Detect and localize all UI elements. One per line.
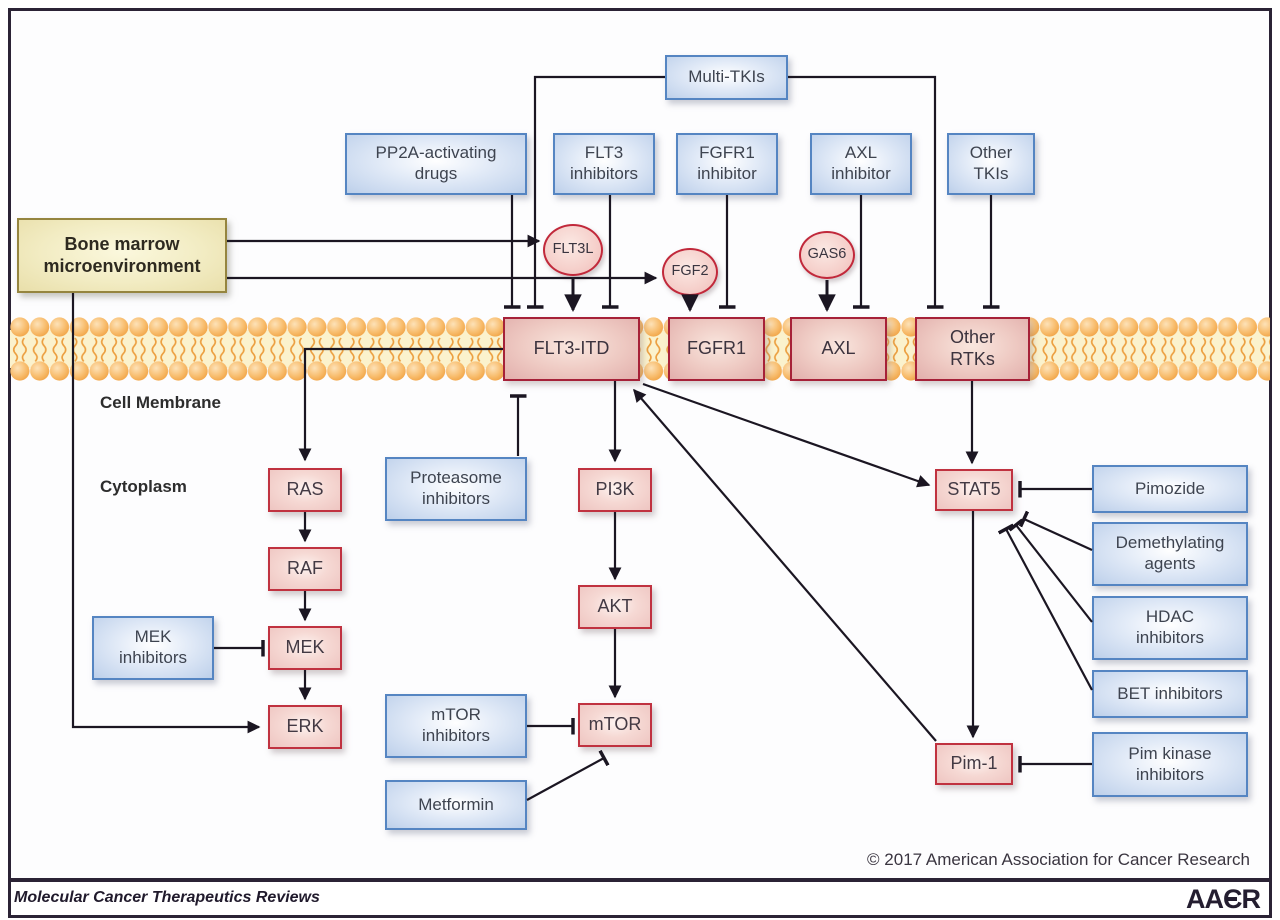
node-akt: AKT [578, 585, 652, 629]
node-flt3l-ligand: FLT3L [543, 224, 603, 276]
node-metformin: Metformin [385, 780, 527, 830]
node-erk: ERK [268, 705, 342, 749]
journal-title: Molecular Cancer Therapeutics Reviews [14, 889, 320, 906]
node-bone-marrow-microenvironment: Bone marrow microenvironment [17, 218, 227, 293]
membrane-lipid-bilayer [10, 317, 1270, 381]
node-ras: RAS [268, 468, 342, 512]
node-other-rtks-receptor: Other RTKs [915, 317, 1030, 381]
cytoplasm-label: Cytoplasm [100, 477, 187, 496]
node-pimozide: Pimozide [1092, 465, 1248, 513]
node-flt3-itd-receptor: FLT3-ITD [503, 317, 640, 381]
node-proteasome-inhibitors: Proteasome inhibitors [385, 457, 527, 521]
node-fgfr1-inhibitor: FGFR1 inhibitor [676, 133, 778, 195]
node-mek: MEK [268, 626, 342, 670]
node-fgfr1-receptor: FGFR1 [668, 317, 765, 381]
copyright-text: © 2017 American Association for Cancer R… [867, 850, 1250, 869]
node-bet-inhibitors: BET inhibitors [1092, 670, 1248, 718]
node-stat5: STAT5 [935, 469, 1013, 511]
node-axl-inhibitor: AXL inhibitor [810, 133, 912, 195]
node-hdac-inhibitors: HDAC inhibitors [1092, 596, 1248, 660]
node-raf: RAF [268, 547, 342, 591]
node-pim1: Pim-1 [935, 743, 1013, 785]
node-mtor: mTOR [578, 703, 652, 747]
aacr-logo: AACR [1186, 884, 1261, 914]
cell-membrane-label: Cell Membrane [100, 393, 221, 412]
node-demethylating-agents: Demethylating agents [1092, 522, 1248, 586]
node-gas6-ligand: GAS6 [799, 231, 855, 279]
node-pp2a-activating-drugs: PP2A-activating drugs [345, 133, 527, 195]
node-pim-kinase-inhibitors: Pim kinase inhibitors [1092, 732, 1248, 797]
node-mtor-inhibitors: mTOR inhibitors [385, 694, 527, 758]
node-pi3k: PI3K [578, 468, 652, 512]
node-axl-receptor: AXL [790, 317, 887, 381]
node-other-tkis: Other TKIs [947, 133, 1035, 195]
node-fgf2-ligand: FGF2 [662, 248, 718, 296]
node-multi-tkis: Multi-TKIs [665, 55, 788, 100]
footer-band [8, 879, 1272, 918]
node-flt3-inhibitors: FLT3 inhibitors [553, 133, 655, 195]
node-mek-inhibitors: MEK inhibitors [92, 616, 214, 680]
